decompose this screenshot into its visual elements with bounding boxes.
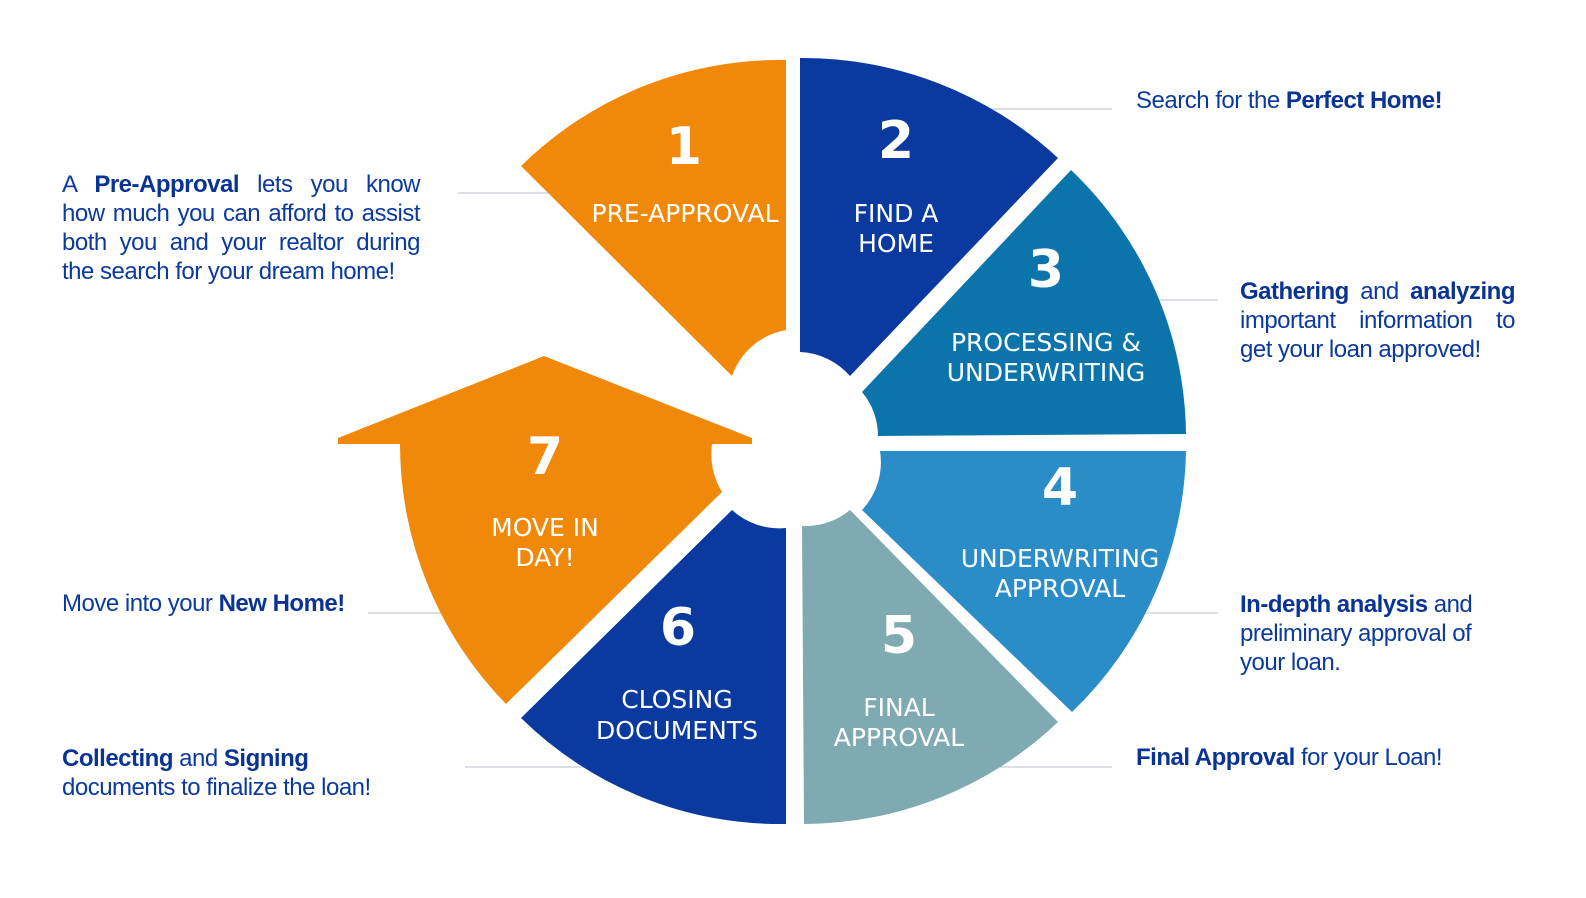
step-label-1: PRE-APPROVAL bbox=[591, 199, 778, 228]
step-number-5: 5 bbox=[881, 606, 917, 666]
step-label-2-line-1: FIND A bbox=[854, 199, 939, 228]
segment-move-in-day bbox=[338, 356, 752, 704]
step-number-7: 7 bbox=[527, 427, 563, 487]
step-label-5-line-2: APPROVAL bbox=[834, 723, 964, 752]
step-label-4-line-2: APPROVAL bbox=[995, 574, 1125, 603]
description-move-in: Move into your New Home! bbox=[62, 590, 345, 617]
step-number-1: 1 bbox=[666, 117, 702, 177]
step-label-3-line-2: UNDERWRITING bbox=[947, 358, 1146, 387]
step-label-7-line-1: MOVE IN bbox=[491, 513, 599, 542]
step-number-3: 3 bbox=[1028, 240, 1064, 300]
segment-find-a-home bbox=[800, 57, 1058, 377]
segment-processing-underwriting bbox=[862, 170, 1186, 436]
step-number-2: 2 bbox=[878, 111, 914, 171]
description-find-home: Search for the Perfect Home! bbox=[1136, 87, 1443, 114]
segment-pre-approval bbox=[521, 59, 786, 377]
step-label-2-line-2: HOME bbox=[858, 229, 934, 258]
step-number-4: 4 bbox=[1042, 458, 1078, 518]
segment-final-approval bbox=[802, 510, 1058, 824]
description-closing: Collecting and Signing documents to fina… bbox=[62, 745, 371, 801]
segment-underwriting-approval bbox=[862, 451, 1186, 712]
description-pre-approval: A Pre-Approval lets you know how much yo… bbox=[62, 171, 421, 285]
step-label-3-line-1: PROCESSING & bbox=[951, 328, 1141, 357]
step-label-5-line-1: FINAL bbox=[863, 693, 935, 722]
segment-closing-documents bbox=[521, 510, 786, 825]
step-number-6: 6 bbox=[660, 598, 696, 658]
step-label-6-line-2: DOCUMENTS bbox=[596, 716, 758, 745]
step-label-6-line-1: CLOSING bbox=[621, 685, 733, 714]
step-label-7-line-2: DAY! bbox=[515, 543, 574, 572]
step-label-4-line-1: UNDERWRITING bbox=[961, 544, 1160, 573]
description-underwriting: In-depth analysis and preliminary approv… bbox=[1240, 591, 1473, 676]
description-final-approval: Final Approval for your Loan! bbox=[1136, 744, 1443, 771]
description-processing: Gathering and analyzing important inform… bbox=[1240, 278, 1516, 363]
